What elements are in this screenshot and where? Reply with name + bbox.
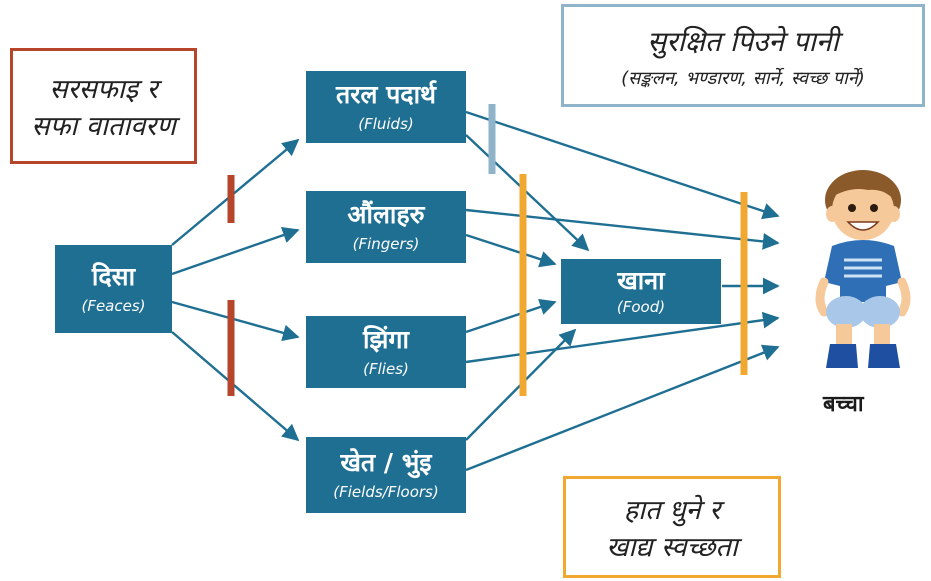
- node-fluids-label: तरल पदार्थ: [335, 79, 437, 109]
- water-line2: (सङ्कलन, भण्डारण, सार्ने, स्वच्छ पार्ने): [621, 67, 865, 89]
- node-feces-label: दिसा: [91, 261, 136, 291]
- node-fields: खेत / भुंइ (Fields/Floors): [306, 437, 466, 513]
- hygiene-line1: हात धुने र: [623, 495, 721, 526]
- arrow-fingers-food: [465, 233, 557, 268]
- node-fields-sub: (Fields/Floors): [333, 483, 439, 502]
- node-feces-sub: (Feaces): [81, 297, 146, 316]
- water-line1: सुरक्षित पिउने पानी: [647, 24, 839, 58]
- node-food-label: खाना: [617, 265, 665, 295]
- node-fingers-label: औंलाहरु: [347, 199, 425, 229]
- node-feces: दिसा (Feaces): [55, 245, 172, 333]
- node-fluids: तरल पदार्थ (Fluids): [306, 71, 466, 143]
- node-flies-sub: (Flies): [363, 360, 409, 379]
- node-food: खाना (Food): [561, 259, 721, 324]
- node-fingers-sub: (Fingers): [352, 235, 420, 254]
- arrow-flies-child: [465, 311, 780, 364]
- node-fields-label: खेत / भुंइ: [340, 447, 432, 477]
- arrow-fingers-child: [465, 208, 780, 250]
- arrow-feces-fluids: [171, 138, 300, 246]
- node-fluids-sub: (Fluids): [358, 115, 414, 134]
- hygiene-note: हात धुने र खाद्य स्वच्छता: [563, 476, 781, 578]
- arrow-feces-fingers: [171, 227, 300, 276]
- node-flies-label: झिंगा: [363, 324, 409, 354]
- arrow-flies-food: [465, 298, 557, 334]
- sanitation-line1: सरसफाइ र: [49, 74, 158, 105]
- node-fingers: औंलाहरु (Fingers): [306, 191, 466, 263]
- arrow-feces-fields: [171, 331, 300, 442]
- node-food-sub: (Food): [616, 298, 666, 317]
- hygiene-line2: खाद्य स्वच्छता: [606, 532, 738, 563]
- node-flies: झिंगा (Flies): [306, 316, 466, 388]
- arrow-feces-flies: [171, 300, 300, 342]
- sanitation-note: सरसफाइ र सफा वातावरण: [10, 48, 197, 164]
- water-note: सुरक्षित पिउने पानी (सङ्कलन, भण्डारण, सा…: [561, 4, 925, 107]
- child-label: बच्चा: [823, 392, 864, 417]
- arrow-fields-child: [465, 344, 780, 472]
- arrow-fluids-food: [465, 134, 590, 252]
- sanitation-line2: सफा वातावरण: [31, 111, 176, 142]
- arrow-fluids-child: [465, 110, 780, 220]
- child-illustration: [815, 170, 911, 368]
